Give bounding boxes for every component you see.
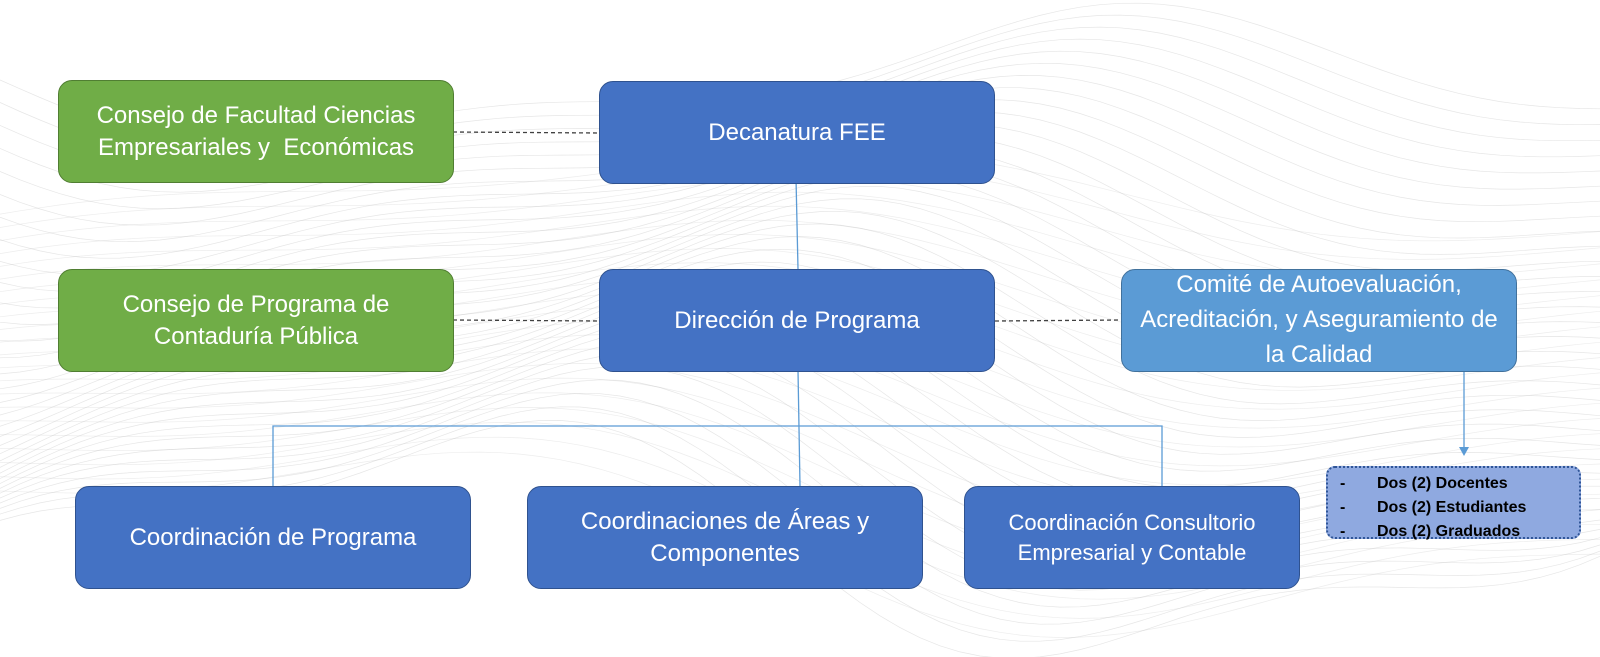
- node-consejo-programa-label: Consejo de Programa de Contaduría Públic…: [122, 290, 390, 350]
- node-direccion-label: Dirección de Programa: [674, 306, 920, 334]
- node-comite-label: Comité de Autoevaluación, Acreditación, …: [1140, 271, 1498, 368]
- comite-member-text: Dos (2) Graduados: [1377, 523, 1521, 540]
- comite-member-item: - Dos (2) Estudiantes: [1340, 496, 1579, 520]
- dashed-connector-facultad-decanatura: [452, 131, 600, 134]
- node-coord-areas: Coordinaciones de Áreas y Componentes: [527, 486, 923, 589]
- comite-member-bullet: -: [1340, 475, 1346, 492]
- comite-member-item: - Dos (2) Graduados: [1340, 520, 1579, 544]
- node-coord-consultorio-label: Coordinación Consultorio Empresarial y C…: [1008, 510, 1256, 565]
- node-comite: Comité de Autoevaluación, Acreditación, …: [1121, 269, 1517, 372]
- node-consejo-facultad-label: Consejo de Facultad Ciencias Empresarial…: [96, 101, 423, 161]
- comite-member-text: Dos (2) Docentes: [1377, 475, 1508, 492]
- node-consejo-programa: Consejo de Programa de Contaduría Públic…: [58, 269, 454, 372]
- node-coord-areas-label: Coordinaciones de Áreas y Componentes: [580, 507, 870, 567]
- node-decanatura-label: Decanatura FEE: [708, 118, 886, 146]
- node-coord-programa-label: Coordinación de Programa: [129, 523, 417, 551]
- node-consejo-facultad: Consejo de Facultad Ciencias Empresarial…: [58, 80, 454, 183]
- dashed-connector-programa-direccion: [452, 319, 600, 322]
- connector-direccion-coordinaciones: [797, 369, 801, 487]
- connector-decanatura-direccion: [795, 177, 799, 270]
- node-coord-consultorio: Coordinación Consultorio Empresarial y C…: [964, 486, 1300, 589]
- comite-members-box: - Dos (2) Docentes - Dos (2) Estudiantes…: [1326, 466, 1581, 540]
- dashed-connector-direccion-comite: [994, 319, 1122, 322]
- comite-member-bullet: -: [1340, 523, 1346, 540]
- node-direccion: Dirección de Programa: [599, 269, 995, 372]
- arrow-comite-members-head: [1459, 447, 1469, 456]
- node-decanatura: Decanatura FEE: [599, 81, 995, 184]
- node-coord-programa: Coordinación de Programa: [75, 486, 471, 589]
- connector-branch: [272, 425, 1163, 486]
- comite-member-text: Dos (2) Estudiantes: [1377, 499, 1527, 516]
- comite-member-bullet: -: [1340, 499, 1346, 516]
- comite-member-item: - Dos (2) Docentes: [1340, 472, 1579, 496]
